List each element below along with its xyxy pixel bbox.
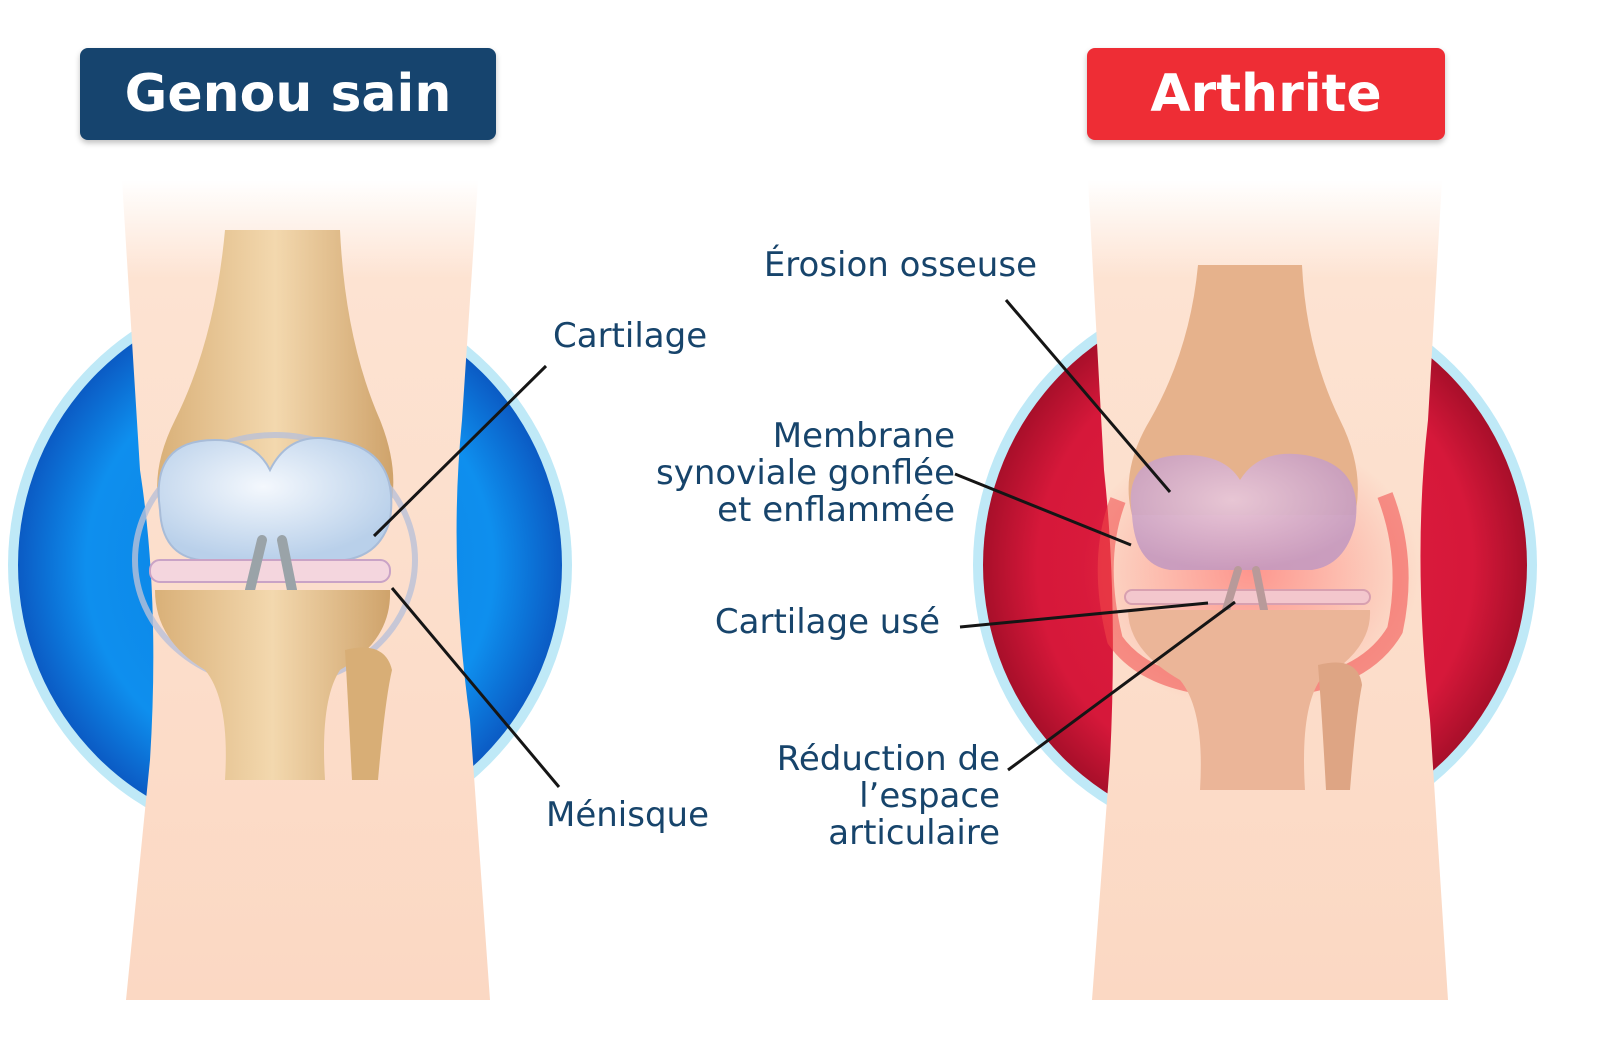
- arthritis-worn-cartilage: [1130, 453, 1357, 570]
- arthritis-femur: [1128, 265, 1358, 515]
- healthy-knee-title: Genou sain: [80, 48, 496, 140]
- healthy-tibia: [155, 590, 391, 780]
- healthy-meniscus: [149, 559, 391, 583]
- label-synovial-line2: synoviale gonflée: [656, 453, 955, 493]
- leader-cartilage: [372, 364, 548, 538]
- healthy-fibula: [345, 647, 392, 780]
- label-space-line3: articulaire: [828, 813, 1000, 853]
- label-worn-cartilage: Cartilage usé: [714, 602, 940, 642]
- leader-worn-cartilage: [959, 601, 1209, 629]
- healthy-knee-diagram: [8, 180, 572, 1000]
- leader-meniscus: [390, 587, 561, 788]
- leader-bone-erosion: [1004, 299, 1172, 493]
- label-joint-space-reduction: Réduction de l’espace articulaire: [777, 741, 1000, 852]
- label-bone-erosion: Érosion osseuse: [763, 245, 1037, 285]
- leader-joint-space: [1007, 600, 1236, 772]
- arthritis-title-text: Arthrite: [1150, 64, 1382, 124]
- label-synovial-line3: et enflammée: [717, 490, 955, 530]
- arthritis-fibula: [1318, 662, 1362, 790]
- arthritis-tibia: [1128, 610, 1371, 790]
- label-synovial-line1: Membrane: [772, 416, 955, 456]
- healthy-knee-title-text: Genou sain: [124, 64, 452, 124]
- label-space-line2: l’espace: [859, 776, 1000, 816]
- label-space-line1: Réduction de: [776, 739, 1000, 779]
- label-meniscus: Ménisque: [546, 795, 710, 835]
- label-synovial-membrane: Membrane synoviale gonflée et enflammée: [656, 418, 955, 529]
- arthritis-title: Arthrite: [1087, 48, 1445, 140]
- leader-synovial: [954, 472, 1132, 547]
- leader-lines: [372, 299, 1236, 788]
- label-cartilage: Cartilage: [553, 316, 708, 356]
- arthritis-knee-diagram: [973, 180, 1537, 1000]
